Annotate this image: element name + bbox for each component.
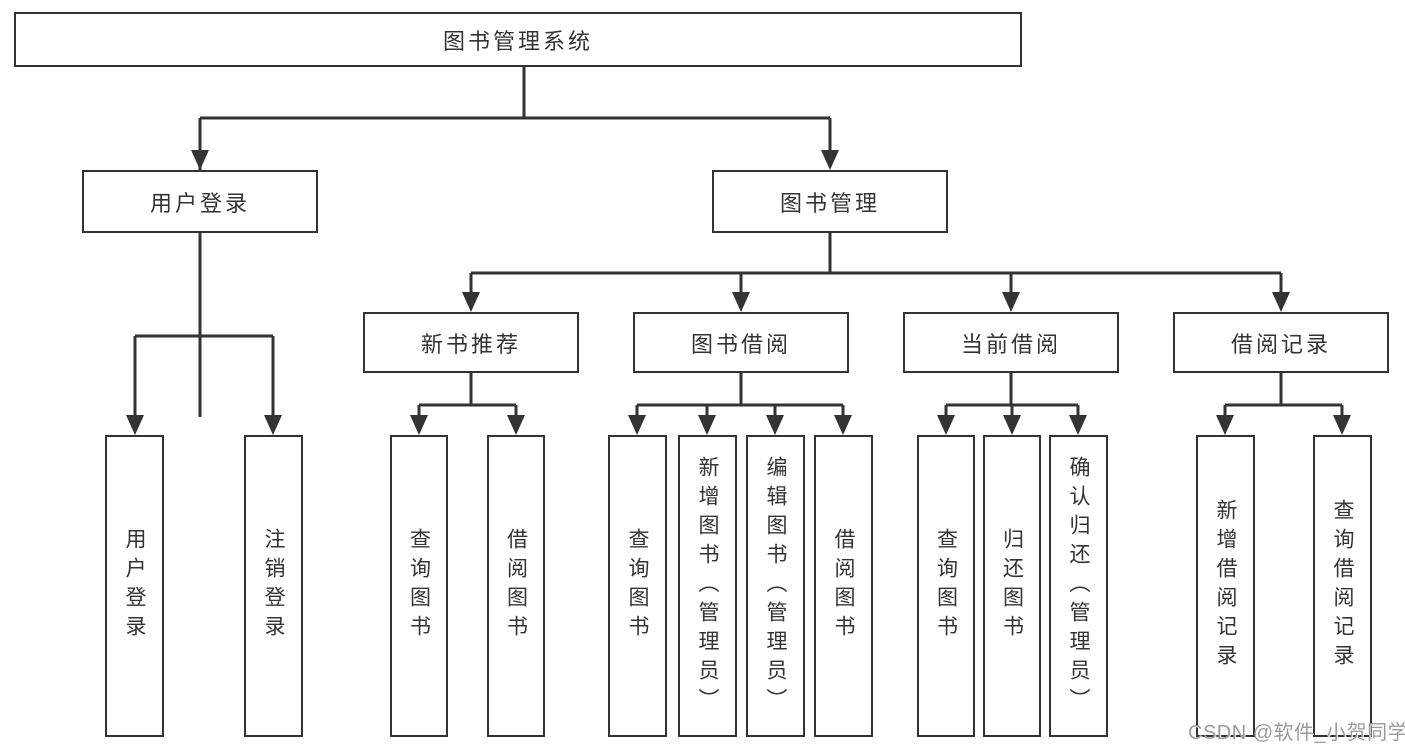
leaf-logout: 注销登录: [244, 435, 303, 737]
node-user-login: 用户登录: [82, 170, 318, 233]
leaf-logout-label: 注销登录: [262, 528, 285, 644]
leaf-return-book: 归还图书: [983, 435, 1041, 737]
leaf-borrow-book-recommend-label: 借阅图书: [504, 528, 528, 644]
leaf-borrow-book-recommend: 借阅图书: [487, 435, 545, 737]
leaf-query-borrow-record: 查询借阅记录: [1313, 435, 1372, 737]
leaf-query-book-borrow: 查询图书: [608, 435, 667, 737]
leaf-user-login: 用户登录: [105, 435, 164, 737]
leaf-return-book-label: 归还图书: [1000, 528, 1024, 644]
leaf-add-borrow-record-label: 新增借阅记录: [1214, 499, 1237, 673]
node-root: 图书管理系统: [14, 12, 1022, 67]
leaf-add-book-admin-label: 新增图书（管理员）: [696, 455, 719, 717]
leaf-query-book-recommend: 查询图书: [390, 435, 448, 737]
leaf-query-book-current: 查询图书: [917, 435, 975, 737]
node-borrow-record: 借阅记录: [1173, 312, 1389, 373]
leaf-confirm-return-admin: 确认归还（管理员）: [1049, 435, 1108, 737]
leaf-add-borrow-record: 新增借阅记录: [1196, 435, 1255, 737]
leaf-borrow-book-label: 借阅图书: [832, 528, 855, 644]
node-book-management: 图书管理: [712, 170, 948, 233]
node-book-borrow: 图书借阅: [633, 312, 849, 373]
node-new-book-recommend: 新书推荐: [363, 312, 579, 373]
leaf-query-borrow-record-label: 查询借阅记录: [1331, 499, 1354, 673]
leaf-edit-book-admin: 编辑图书（管理员）: [746, 435, 805, 737]
leaf-query-book-recommend-label: 查询图书: [407, 528, 431, 644]
leaf-query-book-borrow-label: 查询图书: [626, 528, 649, 644]
leaf-add-book-admin: 新增图书（管理员）: [678, 435, 737, 737]
leaf-borrow-book: 借阅图书: [814, 435, 873, 737]
node-current-borrow: 当前借阅: [903, 312, 1119, 373]
leaf-query-book-current-label: 查询图书: [934, 528, 958, 644]
leaf-user-login-label: 用户登录: [123, 528, 146, 644]
leaf-edit-book-admin-label: 编辑图书（管理员）: [764, 455, 787, 717]
leaf-confirm-return-admin-label: 确认归还（管理员）: [1067, 455, 1090, 717]
watermark: CSDN @软件_小贺同学: [1188, 722, 1405, 744]
